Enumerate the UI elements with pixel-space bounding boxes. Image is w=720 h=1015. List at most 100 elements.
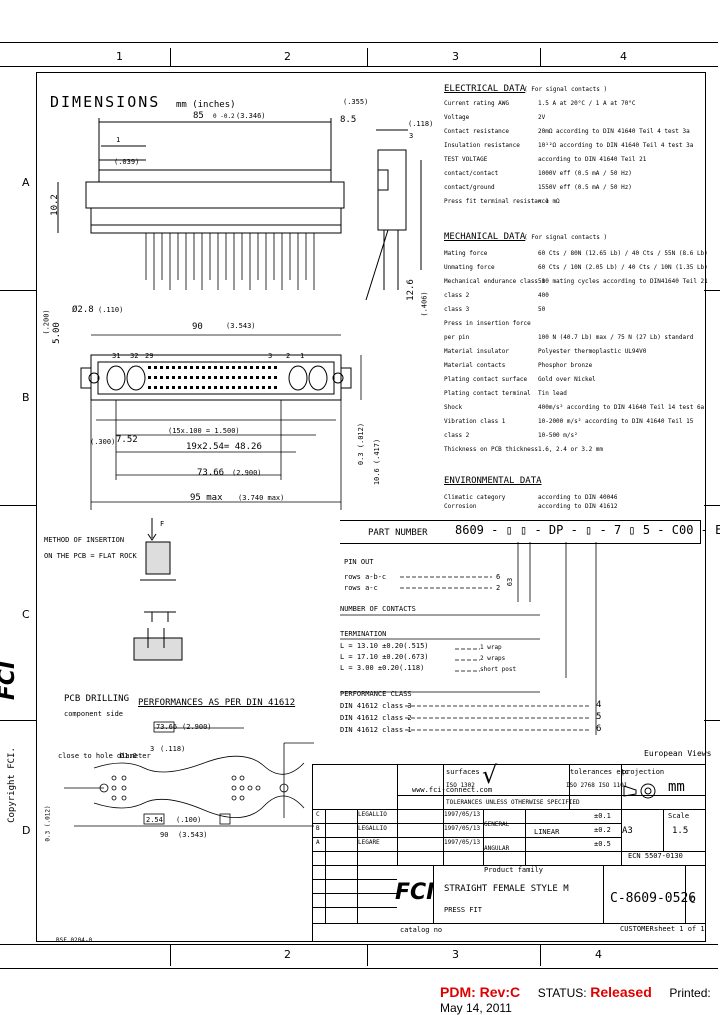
dim-406: (.406) (420, 291, 429, 317)
revision-author: LEGALLIO (358, 825, 387, 832)
electrical-label: TEST VOLTAGE (444, 156, 488, 163)
tb-tol2: ±0.2 (594, 826, 611, 834)
tb-rev: C (690, 896, 696, 906)
perf-row: DIN 41612 class 1 (340, 726, 412, 734)
tb-product-family: Product family (484, 866, 544, 874)
insertion-diagram (133, 518, 183, 661)
environmental-label: Climatic category (444, 494, 506, 501)
logo-side-text: FCI (0, 660, 21, 701)
pcb-dim-3543: (3.543) (178, 831, 208, 839)
dim-752: 7.52 (116, 435, 138, 445)
revision-date: 1997/05/13 (444, 825, 481, 832)
pin-out-label: PIN OUT (344, 558, 374, 566)
pcb-dim-2900: (2.900) (182, 723, 212, 731)
tb-sheet: sheet 1 of 1 (654, 925, 705, 933)
pin-2: 2 (286, 352, 291, 360)
method-line2: ON THE PCB = FLAT ROCK (44, 552, 137, 560)
units-mm: mm (668, 779, 685, 795)
tb-projection: projection (622, 768, 665, 776)
dim-12-6: 12.6 (405, 279, 416, 301)
mechanical-value: 10-2000 m/s² according to DIN 41640 Teil… (538, 418, 694, 425)
footer-status: Released (590, 984, 652, 1000)
col-label-2: 2 (284, 50, 291, 63)
revision-author: LEGALLIO (358, 811, 387, 818)
termination-row: L = 17.10 ±0.20(.673) (340, 653, 429, 661)
mechanical-value: Tin lead (538, 390, 567, 397)
pin-32: 32 (130, 352, 139, 360)
mechanical-label: Plating contact surface (444, 376, 528, 383)
perf-class-label: PERFORMANCE CLASS (340, 690, 412, 698)
method-line1: METHOD OF INSERTION (44, 536, 125, 544)
tb-scale: 1.5 (672, 826, 689, 836)
mechanical-value: 60 Cts / 10N (2.05 Lb) / 40 Cts / 10N (1… (538, 264, 708, 271)
dimensions-heading: DIMENSIONS (50, 93, 161, 111)
mechanical-label: Press in insertion force (444, 320, 531, 327)
pin-1: 1 (300, 352, 305, 360)
rows-abc: rows a-b-c (344, 573, 387, 581)
tb-linear: LINEAR (534, 828, 560, 836)
dim-15x: (15x.100 = 1.500) (168, 427, 240, 435)
dim-85-tol: 0 -0.2 (213, 113, 235, 120)
revision-date: 1997/05/13 (444, 839, 481, 846)
revision-letter: A (316, 839, 320, 846)
tb-catalog: catalog no (400, 926, 443, 934)
electrical-note: ( For signal contacts ) (524, 86, 608, 93)
tb-doc-no: ECN 5507-0130 (628, 852, 683, 860)
pcb-dim-1: Ø1.0 (120, 752, 137, 760)
mechanical-label: Material contacts (444, 362, 506, 369)
dim-1: 1 (116, 136, 121, 144)
dim-200: (.200) (42, 309, 51, 335)
dim-85: 85 (193, 111, 204, 121)
part-number-bracket (340, 520, 701, 544)
mechanical-label: class 2 (444, 292, 470, 299)
perf-row: DIN 41612 class 3 (340, 702, 412, 710)
fci-side-logo: FCI (0, 640, 34, 720)
col-label-bottom-4: 4 (595, 948, 602, 961)
pin-29: 29 (145, 352, 154, 360)
mechanical-label: Vibration class 1 (444, 418, 506, 425)
revision-date: 1997/05/13 (444, 811, 481, 818)
tb-title: STRAIGHT FEMALE STYLE M (444, 884, 569, 894)
dim-8-5: 8.5 (340, 115, 357, 125)
electrical-value: < 1 mΩ (538, 198, 560, 205)
dim-012: 0.3 (.012) (357, 422, 366, 466)
pcb-drilling-diagram (64, 721, 314, 827)
tb-tol1: ±0.1 (594, 812, 611, 820)
mechanical-label: Plating contact terminal (444, 390, 531, 397)
tb-tol3: ±0.5 (594, 840, 611, 848)
title-block (312, 764, 706, 942)
electrical-value: 10¹²Ω according to DIN 41640 Teil 4 test… (538, 142, 694, 149)
pcb-dim-100: (.100) (176, 816, 202, 824)
electrical-label: Press fit terminal resistance (444, 198, 549, 205)
environmental-label: Corrosion (444, 503, 477, 510)
dim-3346: (3.346) (236, 112, 266, 120)
pcb-perf: PERFORMANCES AS PER DIN 41612 (138, 698, 296, 708)
mechanical-value: 10-500 m/s² (538, 432, 578, 439)
termination-row: L = 3.00 ±0.20(.118) (340, 664, 425, 672)
pin-31: 31 (112, 352, 121, 360)
dim-3740: (3.740 max) (238, 494, 285, 502)
mechanical-value: 50 (538, 306, 546, 313)
part-number-code: 8609 - ▯ ▯ - DP - ▯ - 7 ▯ 5 - C00 - E3 (455, 523, 720, 537)
tb-size: A3 (622, 826, 633, 836)
perf-val: 4 (596, 700, 602, 710)
revision-letter: B (316, 825, 320, 832)
tb-drawing-no: C-8609-0526 (610, 891, 697, 906)
termination-desc: 2 wraps (480, 655, 506, 662)
col-label-3: 3 (452, 50, 459, 63)
row-label-c: C (22, 608, 30, 621)
electrical-value: 2V (538, 114, 546, 121)
electrical-label: Insulation resistance (444, 142, 520, 149)
mechanical-label: Mechanical endurance class 1 (444, 278, 546, 285)
bottom-left-ref: BSF 0204-0 (56, 937, 93, 944)
tb-customer: CUSTOMER (620, 925, 654, 933)
dim-039: (.039) (114, 158, 140, 166)
environmental-value: according to DIN 41612 (538, 503, 618, 510)
copyright-text: Copyright FCI. (6, 747, 17, 823)
pcb-dim-90: 90 (160, 831, 169, 839)
footer-status-label: STATUS: (537, 986, 587, 1000)
dim-90: 90 (192, 322, 203, 332)
perf-val: 5 (596, 712, 602, 722)
tb-tol-std: ISO 2768 ISO 1101 (566, 782, 628, 789)
pcb-close-hole: close to hole diameter (58, 752, 151, 760)
